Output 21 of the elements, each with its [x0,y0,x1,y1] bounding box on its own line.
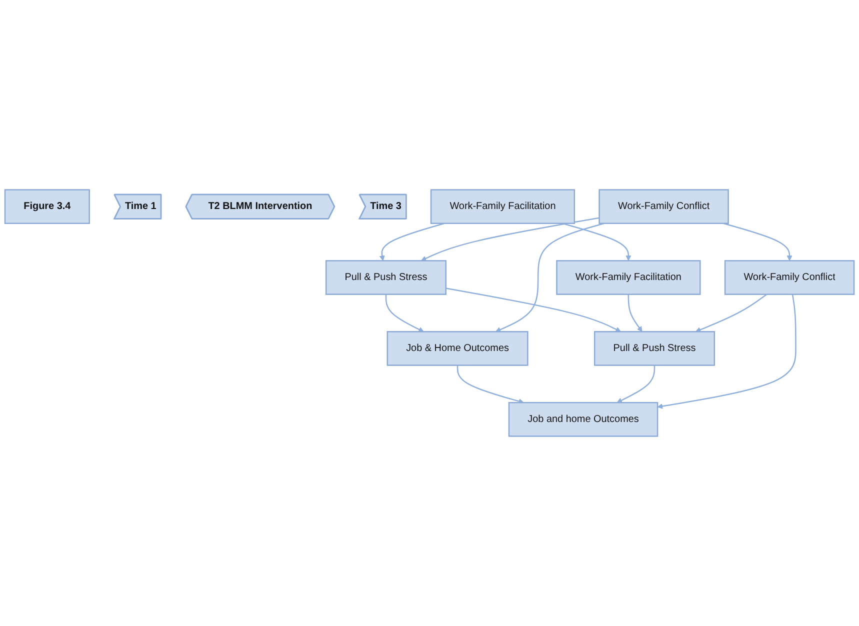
arrow [695,294,768,332]
arrow [628,294,642,332]
arrow [385,294,424,332]
node-box: Work-Family Conflict [724,260,855,295]
node-box: Job and home Outcomes [508,402,658,437]
arrow [657,294,796,409]
arrow [723,222,792,261]
node-box: Work-Family Conflict [598,189,729,224]
node-box: Work-Family Facilitation [556,260,701,295]
arrow [446,288,621,332]
arrow [562,222,632,261]
arrow [420,217,600,262]
node-box: Figure 3.4 [4,189,90,224]
arrow [616,365,656,403]
node-box: Pull & Push Stress [325,260,446,295]
node-box: Job & Home Outcomes [386,331,528,366]
arrow [495,222,604,332]
arrow [456,365,524,404]
arrow [379,222,445,261]
node-box: Pull & Push Stress [594,331,716,366]
node-box: Work-Family Facilitation [430,189,576,224]
